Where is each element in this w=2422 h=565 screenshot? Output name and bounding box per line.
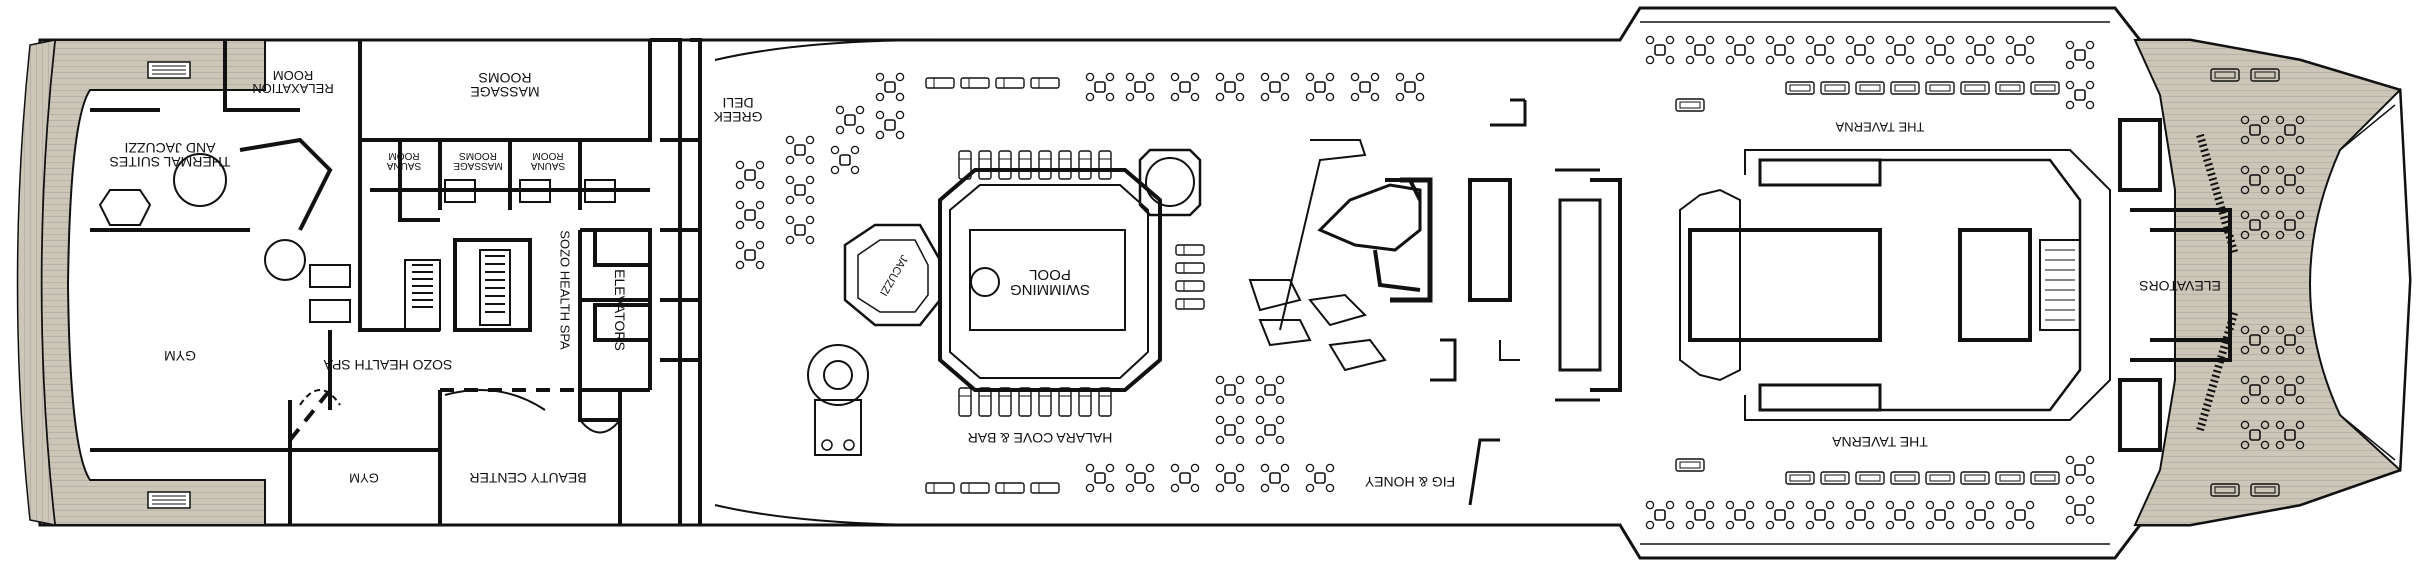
elevators-right-label: ELEVATORS <box>2139 278 2221 294</box>
taverna-top-label: THE TAVERNA <box>1835 119 1925 135</box>
beauty-center-label: BEAUTY CENTER <box>469 470 587 486</box>
halara-cove-label: HALARA COVE & BAR <box>967 430 1113 446</box>
bow-deck <box>2133 39 2412 526</box>
fig-honey-label: FIG & HONEY <box>1364 474 1456 490</box>
swimming-pool-line-1: SWIMMING <box>1010 281 1090 298</box>
greek-deli-line-1: GREEK <box>713 109 763 125</box>
sauna-room-right-label: SAUNA ROOM <box>530 150 566 171</box>
sauna-room-left-line-1: SAUNA <box>386 160 422 171</box>
greek-deli-label: GREEK DELI <box>713 95 763 125</box>
gym-dashed-wall <box>288 388 580 442</box>
sozo-health-spa-vertical-label: SOZO HEALTH SPA <box>557 230 573 350</box>
thermal-suites-label: THERMAL SUITES AND JACUZZI <box>109 140 231 170</box>
massage-rooms-line-1: MASSAGE <box>470 84 540 100</box>
elevators-left-label: ELEVATORS <box>612 269 628 351</box>
gym-small-label: GYM <box>349 470 379 486</box>
elevator-core-right <box>2118 118 2232 452</box>
taverna-structure <box>1555 149 2111 421</box>
sauna-room-left-line-2: ROOM <box>388 150 420 161</box>
spa-walls <box>90 38 702 525</box>
pool-area <box>714 39 1580 526</box>
sauna-room-left-label: SAUNA ROOM <box>386 150 422 171</box>
sauna-room-right-line-1: SAUNA <box>530 160 566 171</box>
sozo-health-spa-label: SOZO HEALTH SPA <box>323 357 453 373</box>
thermal-suites-line-1: THERMAL SUITES <box>109 154 231 170</box>
massage-rooms-small-line-1: MASSAGE <box>453 160 503 171</box>
massage-rooms-label: MASSAGE ROOMS <box>470 70 540 100</box>
massage-rooms-line-2: ROOMS <box>478 70 532 86</box>
taverna-bottom-label: THE TAVERNA <box>1832 434 1928 450</box>
massage-rooms-small-label: MASSAGE ROOMS <box>453 150 503 171</box>
sauna-room-right-line-2: ROOM <box>532 150 564 161</box>
thermal-suites-line-2: AND JACUZZI <box>124 140 216 156</box>
greek-deli-line-2: DELI <box>722 95 754 111</box>
aft-deck <box>16 39 266 526</box>
elevator-core-left <box>593 138 700 362</box>
relaxation-room-line-1: RELAXATION <box>252 81 334 96</box>
fig-honey-bar <box>1248 98 1527 506</box>
massage-rooms-small-line-2: ROOMS <box>459 150 497 161</box>
relaxation-room-line-2: ROOM <box>272 68 314 83</box>
swimming-pool-label: SWIMMING POOL <box>1010 266 1090 298</box>
gym-large-label: GYM <box>164 348 196 364</box>
swimming-pool-line-2: POOL <box>1029 266 1071 283</box>
relaxation-room-label: RELAXATION ROOM <box>252 68 334 96</box>
